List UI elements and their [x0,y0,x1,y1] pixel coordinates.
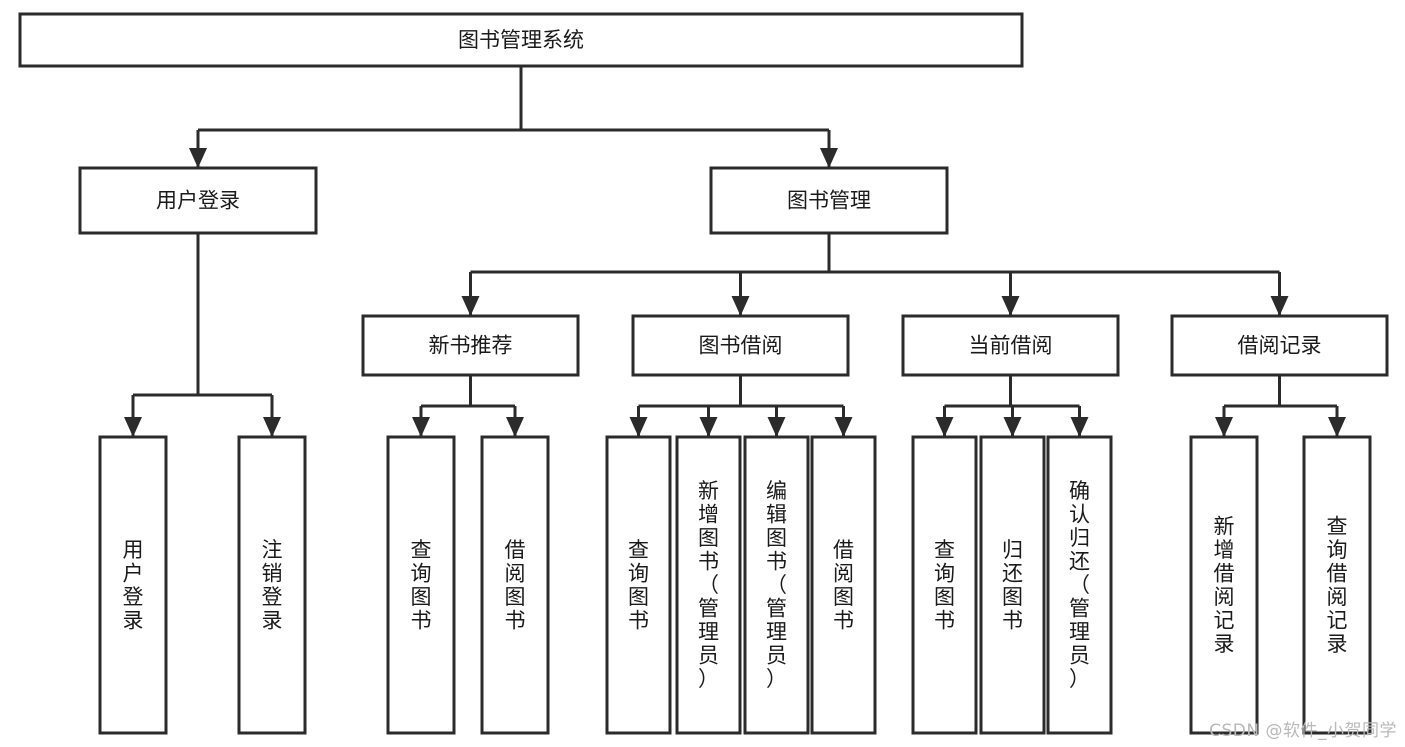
arrow-head-icon [767,417,786,437]
arrow-head-icon [263,417,281,437]
node-label: 查询图书 [628,538,649,633]
node-box[interactable] [901,314,1120,377]
node-box[interactable] [810,435,877,735]
node-book-management[interactable]: 图书管理 [709,166,949,235]
node-label: 新增借阅记录 [1214,514,1235,656]
node-box[interactable] [631,314,850,377]
node-box[interactable] [237,435,307,735]
node-leaf-query-borrow-record[interactable]: 查询借阅记录 [1302,435,1372,735]
arrow-head-icon [412,417,430,437]
node-leaf-return-book[interactable]: 归还图书 [979,435,1046,735]
node-leaf-borrow-book[interactable]: 借阅图书 [810,435,877,735]
node-box[interactable] [605,435,672,735]
node-label: 图书管理 [787,189,871,213]
node-label: 新书推荐 [429,334,513,358]
node-label: 用户登录 [123,538,144,633]
arrow-head-icon [699,417,718,437]
node-box[interactable] [1170,314,1389,377]
node-box[interactable] [386,435,456,735]
arrow-head-icon [506,417,524,437]
node-leaf-add-book-admin[interactable]: 新增图书（管理员） [675,435,742,735]
arrow-head-icon [1215,417,1233,437]
arrow-head-icon [834,417,853,437]
node-box[interactable] [911,435,978,735]
csdn-watermark: CSDN @软件_小贺同学 [1209,721,1397,741]
node-label: 查询图书 [934,538,955,633]
node-label: 确认归还（管理员） [1069,479,1090,691]
node-label: 当前借阅 [969,334,1053,358]
arrow-head-icon [1070,417,1089,437]
arrow-head-icon [629,417,648,437]
node-label: 编辑图书（管理员） [766,479,787,691]
node-leaf-query-book-borrow[interactable]: 查询图书 [605,435,672,735]
node-leaf-borrow-book-recommend[interactable]: 借阅图书 [480,435,550,735]
node-box[interactable] [1046,435,1113,735]
arrow-head-icon [1001,296,1020,316]
node-box[interactable] [480,435,550,735]
node-box[interactable] [78,166,318,235]
node-label: 借阅图书 [505,538,526,633]
node-user-login[interactable]: 用户登录 [78,166,318,235]
node-leaf-query-book-recommend[interactable]: 查询图书 [386,435,456,735]
arrow-head-icon [1328,417,1346,437]
node-label: 查询图书 [411,538,432,633]
node-box[interactable] [709,166,949,235]
node-current-borrow[interactable]: 当前借阅 [901,314,1120,377]
node-box[interactable] [979,435,1046,735]
node-leaf-confirm-return-admin[interactable]: 确认归还（管理员） [1046,435,1113,735]
node-box[interactable] [18,12,1024,68]
node-leaf-edit-book-admin[interactable]: 编辑图书（管理员） [743,435,810,735]
node-leaf-logout-login[interactable]: 注销登录 [237,435,307,735]
node-box[interactable] [1189,435,1259,735]
node-new-book-recommend[interactable]: 新书推荐 [361,314,580,377]
node-root[interactable]: 图书管理系统 [18,12,1024,68]
arrow-head-icon [731,296,750,316]
node-borrow-records[interactable]: 借阅记录 [1170,314,1389,377]
node-label: 借阅记录 [1238,334,1322,358]
arrow-head-icon [1003,417,1022,437]
arrow-head-icon [189,148,207,168]
node-label: 注销登录 [262,538,283,633]
arrow-head-icon [124,417,142,437]
arrow-head-icon [461,296,480,316]
node-leaf-query-book-current[interactable]: 查询图书 [911,435,978,735]
node-box[interactable] [361,314,580,377]
connector-layer [124,66,1346,437]
node-book-borrow[interactable]: 图书借阅 [631,314,850,377]
node-layer: 图书管理系统用户登录图书管理新书推荐图书借阅当前借阅借阅记录用户登录注销登录查询… [18,12,1389,735]
node-leaf-add-borrow-record[interactable]: 新增借阅记录 [1189,435,1259,735]
arrow-head-icon [820,148,838,168]
node-box[interactable] [98,435,168,735]
node-box[interactable] [675,435,742,735]
node-label: 图书借阅 [699,334,783,358]
node-label: 用户登录 [156,189,240,213]
arrow-head-icon [935,417,954,437]
node-label: 图书管理系统 [458,28,584,52]
node-label: 归还图书 [1002,538,1023,633]
node-box[interactable] [1302,435,1372,735]
node-label: 新增图书（管理员） [698,479,719,691]
arrow-head-icon [1270,296,1289,316]
node-leaf-user-login[interactable]: 用户登录 [98,435,168,735]
node-label: 借阅图书 [833,538,854,633]
node-label: 查询借阅记录 [1327,514,1348,656]
node-box[interactable] [743,435,810,735]
